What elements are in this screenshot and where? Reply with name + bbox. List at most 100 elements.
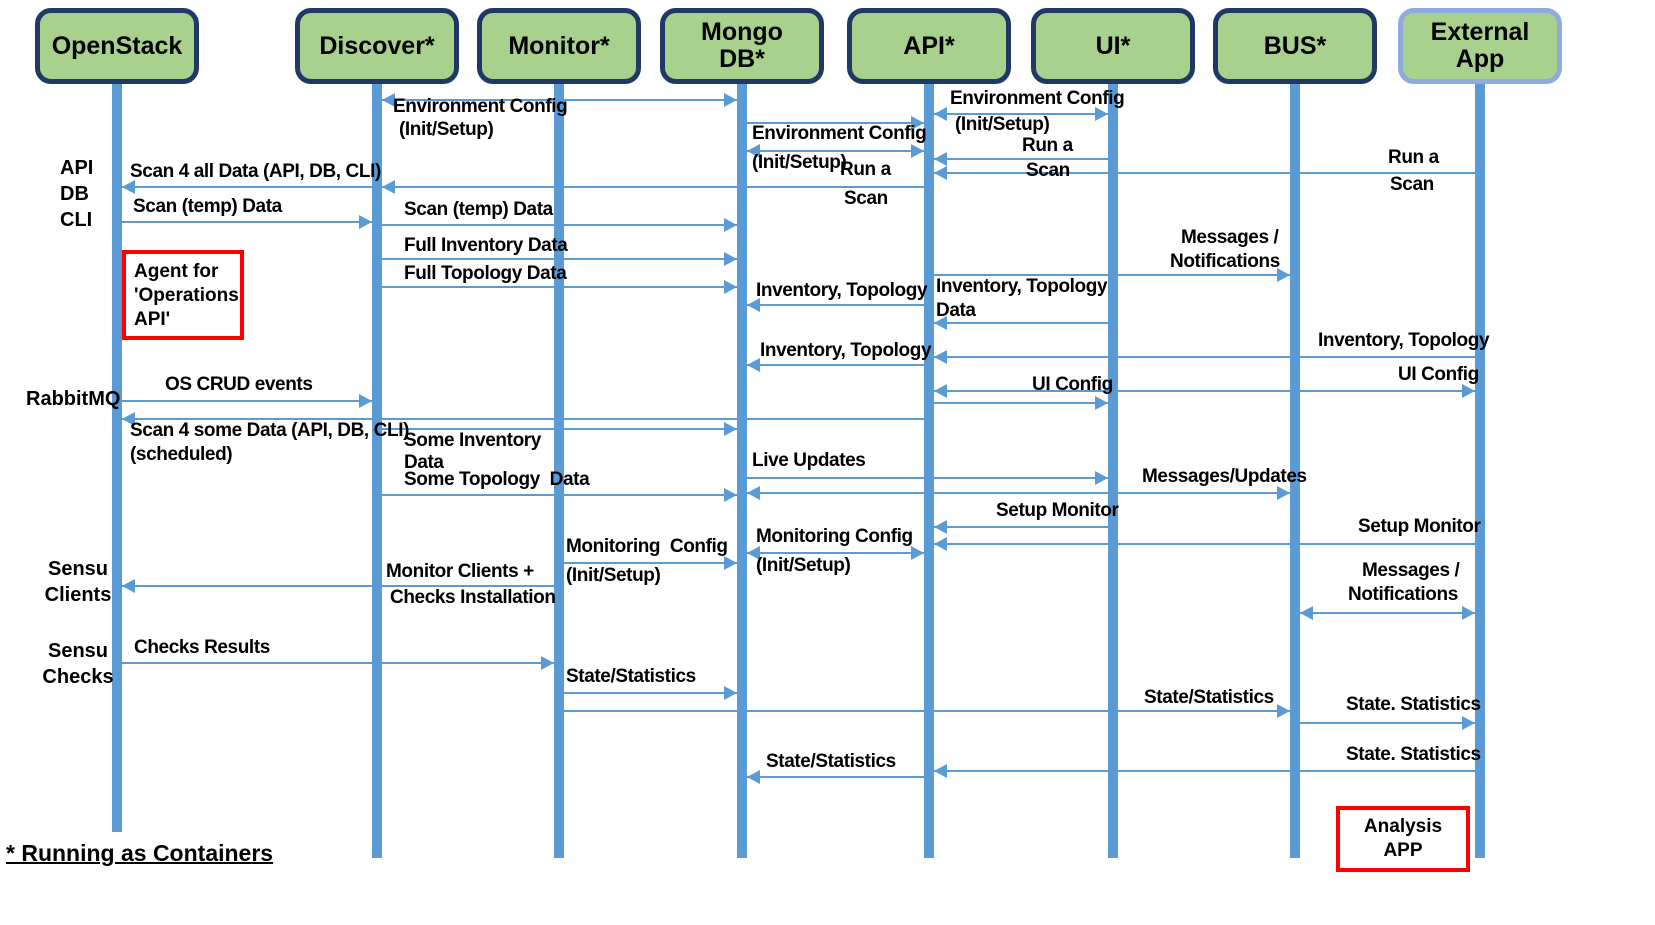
message-arrow-line	[747, 492, 1290, 494]
message-label: Setup Monitor	[996, 500, 1119, 521]
actor-box-openstack: OpenStack	[35, 8, 199, 84]
message-label: State/Statistics	[766, 751, 896, 772]
actor-box-monitor: Monitor*	[477, 8, 641, 84]
message-label: (Init/Setup)	[566, 565, 661, 586]
message-label: State/Statistics	[1144, 687, 1274, 708]
margin-note-rabbitmq: RabbitMQ	[26, 388, 121, 410]
message-label: Setup Monitor	[1358, 516, 1481, 537]
message-arrow-line	[122, 585, 554, 587]
arrowhead-left	[747, 486, 760, 500]
message-label: Checks Results	[134, 637, 270, 658]
message-arrow-line	[1300, 722, 1475, 724]
message-label: UI Config	[1032, 374, 1113, 395]
message-arrow-line	[747, 150, 924, 152]
message-arrow-line	[934, 172, 1475, 174]
margin-note-sensu-checks: Sensu Checks	[42, 640, 114, 688]
arrowhead-left	[382, 93, 395, 107]
message-arrow-line	[747, 552, 924, 554]
arrowhead-right	[911, 144, 924, 158]
message-label: Scan (temp) Data	[133, 196, 282, 217]
footnote-running-as-containers: * Running as Containers	[6, 840, 274, 866]
arrowhead-right	[724, 556, 737, 570]
arrowhead-left	[934, 107, 947, 121]
message-arrow-line	[382, 428, 737, 430]
lifeline-discover	[372, 84, 382, 858]
message-label: Full Topology Data	[404, 263, 567, 284]
message-arrow-line	[934, 113, 1108, 115]
arrowhead-left	[122, 579, 135, 593]
arrowhead-left	[122, 412, 135, 426]
arrowhead-left	[747, 546, 760, 560]
arrowhead-right	[911, 546, 924, 560]
message-arrow-line	[934, 543, 1475, 545]
arrowhead-right	[724, 686, 737, 700]
arrowhead-left	[934, 316, 947, 330]
message-label: Inventory, Topology	[760, 340, 932, 361]
message-label: Scan (temp) Data	[404, 199, 553, 220]
arrowhead-right	[1462, 606, 1475, 620]
message-arrow-line	[122, 221, 372, 223]
message-label: Monitoring Config	[566, 536, 728, 557]
arrowhead-left	[122, 180, 135, 194]
arrowhead-left	[934, 166, 947, 180]
arrowhead-right	[359, 215, 372, 229]
message-label: Scan	[844, 188, 888, 209]
arrowhead-left	[934, 384, 947, 398]
message-label: OS CRUD events	[165, 374, 313, 395]
message-arrow-line	[747, 304, 924, 306]
message-arrow-line	[934, 356, 1475, 358]
message-label: State/Statistics	[566, 666, 696, 687]
message-arrow-line	[1300, 612, 1475, 614]
message-label: Data	[936, 300, 976, 321]
actor-box-bus: BUS*	[1213, 8, 1377, 84]
message-arrow-line	[934, 158, 1108, 160]
message-label: (scheduled)	[130, 444, 233, 465]
message-arrow-line	[934, 390, 1475, 392]
arrowhead-right	[1277, 704, 1290, 718]
message-label: Scan	[1026, 160, 1070, 181]
message-arrow-line	[382, 494, 737, 496]
actor-box-api: API*	[847, 8, 1011, 84]
message-label: Scan 4 all Data (API, DB, CLI)	[130, 161, 381, 182]
message-label: Inventory, Topology	[1318, 330, 1490, 351]
message-arrow-line	[934, 322, 1108, 324]
message-arrow-line	[564, 692, 737, 694]
arrowhead-right	[724, 218, 737, 232]
message-label: Run a	[840, 159, 891, 180]
note-analysis-app: Analysis APP	[1336, 806, 1470, 872]
arrowhead-right	[1277, 268, 1290, 282]
lifeline-api	[924, 84, 934, 858]
margin-note-api-db-cli: API DB CLI	[60, 157, 94, 231]
message-label: UI Config	[1398, 364, 1479, 385]
message-arrow-line	[382, 186, 924, 188]
message-label: Notifications	[1170, 251, 1280, 272]
message-arrow-line	[122, 662, 554, 664]
message-arrow-line	[122, 186, 372, 188]
arrowhead-left	[934, 537, 947, 551]
arrowhead-left	[1300, 606, 1313, 620]
message-label: Run a	[1022, 135, 1073, 156]
message-arrow-line	[382, 286, 737, 288]
actor-box-external: External App	[1398, 8, 1562, 84]
message-label: Environment Config	[950, 88, 1125, 109]
message-arrow-line	[122, 418, 924, 420]
arrowhead-right	[1095, 471, 1108, 485]
message-label: Environment Config	[393, 96, 568, 117]
arrowhead-right	[1095, 396, 1108, 410]
message-label: Checks Installation	[390, 587, 556, 608]
arrowhead-right	[724, 93, 737, 107]
arrowhead-right	[724, 488, 737, 502]
message-arrow-line	[564, 562, 737, 564]
lifeline-monitor	[554, 84, 564, 858]
message-label: Messages/Updates	[1142, 466, 1307, 487]
arrowhead-right	[724, 422, 737, 436]
message-label: (Init/Setup)	[752, 152, 847, 173]
arrowhead-right	[359, 394, 372, 408]
arrowhead-right	[724, 252, 737, 266]
note-agent-operations-api: Agent for 'Operations API'	[122, 250, 244, 340]
arrowhead-right	[1462, 384, 1475, 398]
message-label: Some Inventory	[404, 430, 541, 451]
message-label: Data	[404, 452, 444, 473]
arrowhead-left	[934, 764, 947, 778]
arrowhead-left	[934, 520, 947, 534]
